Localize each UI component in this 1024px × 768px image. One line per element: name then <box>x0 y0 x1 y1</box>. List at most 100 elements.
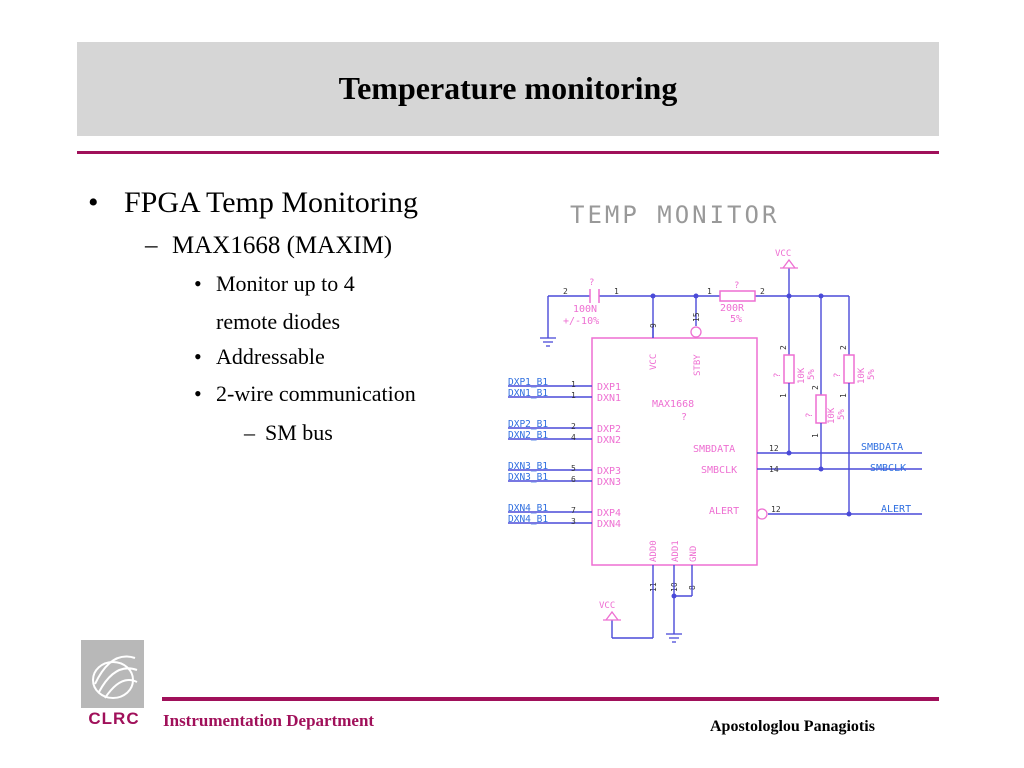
r3-tol: 5% <box>867 369 877 380</box>
pin-dxn2: DXN2 <box>597 435 621 446</box>
cap-value: 100N <box>573 304 597 315</box>
pin-dxn1: DXN1 <box>597 393 621 404</box>
top-junctions <box>650 293 824 299</box>
ground-bottom-icon <box>666 633 682 643</box>
r3-ref: ? <box>833 373 843 378</box>
title-band: Temperature monitoring <box>77 42 939 136</box>
pin-dxp1: DXP1 <box>597 382 621 393</box>
r2-pin-bottom: 1 <box>811 433 820 438</box>
vcc-bottom-icon <box>603 610 621 621</box>
ground-icon <box>540 337 556 347</box>
net-smbclk: SMBCLK <box>870 463 906 474</box>
bullet-dot-l1: • <box>88 186 99 219</box>
pin-num-l7: 7 <box>571 506 576 515</box>
bullet-addressable: Addressable <box>216 344 325 369</box>
pin-dxp4: DXP4 <box>597 508 621 519</box>
r1-ref: ? <box>773 373 783 378</box>
pin-num-l6: 6 <box>571 475 576 484</box>
chip-ref: ? <box>681 412 687 423</box>
bottom-divider <box>162 697 939 701</box>
r1-pin-bottom: 1 <box>779 393 788 398</box>
pin-num-smbdata: 12 <box>769 444 779 453</box>
top-divider <box>77 151 939 154</box>
net-smbdata: SMBDATA <box>861 442 903 453</box>
pin-num-l2: 1 <box>571 391 576 400</box>
pin-num-alert: 12 <box>771 505 781 514</box>
pin-vcc: VCC <box>649 354 659 370</box>
bullet-dash-l4: – <box>244 420 255 445</box>
pin-num-l4: 4 <box>571 433 576 442</box>
footer-department: Instrumentation Department <box>163 711 375 730</box>
r200-ref: ? <box>734 281 739 291</box>
r1-tol: 5% <box>807 369 817 380</box>
r3-value: 10K <box>857 367 867 384</box>
bullet-dot-l3a: • <box>194 271 202 296</box>
resistor-200r <box>719 290 756 302</box>
net-dxp3: DXN3_B1 <box>508 461 548 472</box>
pin-dxn4: DXN4 <box>597 519 621 530</box>
r3-pin-top: 2 <box>839 345 848 350</box>
r200-pin-b: 2 <box>760 287 765 296</box>
pin-gnd: GND <box>689 546 699 562</box>
bullet-monitor-line2: remote diodes <box>216 309 341 334</box>
bullet-fpga-temp: FPGA Temp Monitoring <box>124 186 419 219</box>
net-dxn4: DXN4_B1 <box>508 514 548 525</box>
output-wires <box>757 452 922 515</box>
cap-pin-a: 2 <box>563 287 568 296</box>
r200-value: 200R <box>720 303 745 314</box>
net-dxp1: DXP1_B1 <box>508 377 548 388</box>
footer-author: Apostologlou Panagiotis <box>710 718 875 735</box>
pin-num-smbclk: 14 <box>769 465 779 474</box>
vcc-top-icon <box>780 258 798 269</box>
top-wires <box>547 268 850 395</box>
net-dxn2: DXN2_B1 <box>508 430 548 441</box>
r200-pin-a: 1 <box>707 287 712 296</box>
pin-num-l3: 2 <box>571 422 576 431</box>
bullet-monitor-line1: Monitor up to 4 <box>216 271 355 296</box>
net-dxn3: DXN3_B1 <box>508 472 548 483</box>
clrc-logo: CLRC <box>78 638 148 728</box>
vcc-bottom-label: VCC <box>599 601 615 611</box>
stby-inversion <box>690 326 702 338</box>
pin-smbclk: SMBCLK <box>701 465 737 476</box>
r1-pin-top: 2 <box>779 345 788 350</box>
net-alert: ALERT <box>881 504 911 515</box>
vcc-top-label: VCC <box>775 249 791 259</box>
pullup-wires <box>788 383 850 514</box>
bullet-max1668: MAX1668 (MAXIM) <box>172 232 393 259</box>
capacitor-symbol <box>589 289 600 303</box>
slide-title: Temperature monitoring <box>338 70 678 106</box>
r2-value: 10K <box>827 407 837 424</box>
pin-add1: ADD1 <box>671 540 681 562</box>
output-junctions <box>786 450 852 517</box>
bullet-dash-l2: – <box>145 232 158 259</box>
r200-tolerance: 5% <box>730 314 742 325</box>
cap-ref: ? <box>589 278 594 288</box>
logo-text: CLRC <box>88 709 140 728</box>
pin-alert: ALERT <box>709 506 739 517</box>
bullet-2wire: 2-wire communication <box>216 381 416 406</box>
pin-dxn3: DXN3 <box>597 477 621 488</box>
pin-num-l8: 3 <box>571 517 576 526</box>
r2-ref: ? <box>805 413 815 418</box>
r2-tol: 5% <box>837 409 847 420</box>
pin-add0: ADD0 <box>649 540 659 562</box>
pin-num-l1: 1 <box>571 380 576 389</box>
pin-num-l5: 5 <box>571 464 576 473</box>
pin-dxp2: DXP2 <box>597 424 621 435</box>
r2-pin-top: 2 <box>811 385 820 390</box>
input-wires <box>508 385 592 524</box>
bottom-junction <box>671 593 677 599</box>
schematic-title: TEMP MONITOR <box>570 201 779 229</box>
r3-pin-bottom: 1 <box>839 393 848 398</box>
pin-smbdata: SMBDATA <box>693 444 735 455</box>
bullet-dot-l3b: • <box>194 344 202 369</box>
chip-name: MAX1668 <box>652 399 694 410</box>
bullet-dot-l3c: • <box>194 381 202 406</box>
net-dxp2: DXP2_B1 <box>508 419 548 430</box>
alert-inversion <box>756 508 768 520</box>
logo-emblem <box>81 640 144 708</box>
pin-stby: STBY <box>693 354 703 376</box>
pin-num-15: 15 <box>692 312 701 322</box>
